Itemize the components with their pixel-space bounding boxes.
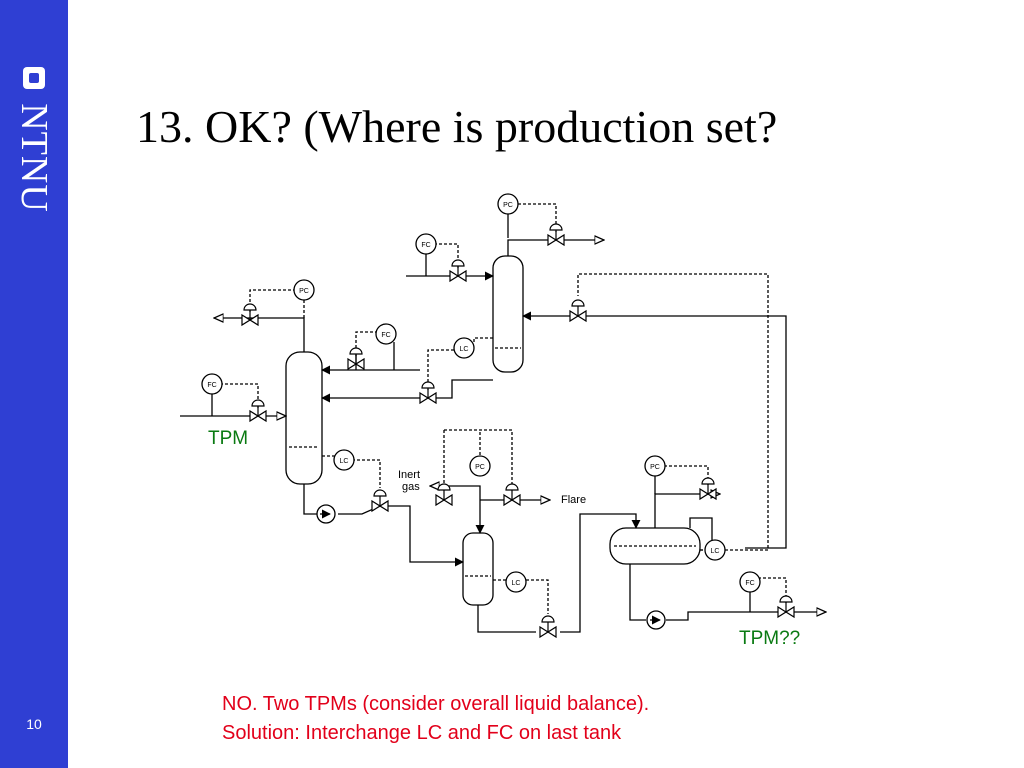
pc-label: PC <box>650 464 660 471</box>
lc-vessel <box>704 539 726 561</box>
fc-label: FC <box>421 242 430 249</box>
page-number: 10 <box>26 716 42 732</box>
pc-vessel <box>644 455 666 477</box>
lc-label: LC <box>340 458 349 465</box>
column-2 <box>492 255 524 373</box>
valve-recycle <box>569 299 587 322</box>
lc-label: LC <box>460 346 469 353</box>
answer-line-2: Solution: Interchange LC and FC on last … <box>222 722 622 744</box>
pc-col2 <box>497 193 519 215</box>
column-1 <box>285 351 323 485</box>
tpm-left-label: TPM <box>208 428 248 449</box>
fc-reflux <box>375 323 397 345</box>
process-flow-diagram: PC FC PC FC LC FC LC PC LC PC LC FC Iner… <box>180 193 850 649</box>
valve-inert <box>435 483 453 506</box>
lc-col2 <box>453 337 475 359</box>
fc-label: FC <box>381 332 390 339</box>
flare-label: Flare <box>561 494 586 506</box>
valve-vessel-vapor <box>699 477 717 500</box>
valve-feed-1 <box>249 399 267 422</box>
valve-feed-2 <box>449 259 467 282</box>
pc-label: PC <box>475 464 485 471</box>
fc-product <box>739 571 761 593</box>
inert-gas-label: gas <box>402 481 420 493</box>
ntnu-logo-icon <box>23 67 45 89</box>
lc-drum1 <box>505 571 527 593</box>
fc-label: FC <box>207 382 216 389</box>
lc-label: LC <box>512 580 521 587</box>
fc-feed2 <box>415 233 437 255</box>
fc-label: FC <box>745 580 754 587</box>
valve-drum1-bottom <box>539 615 557 638</box>
pump-2 <box>646 610 666 630</box>
tpm-right-label: TPM?? <box>739 628 800 649</box>
lc-col1 <box>333 449 355 471</box>
valve-pc-left <box>241 303 259 326</box>
valve-product <box>777 595 795 618</box>
inert-gas-label: Inert <box>398 469 420 481</box>
logo-text: NTNU <box>13 103 55 213</box>
valve-col1-bottom <box>371 489 389 512</box>
pump-1 <box>316 504 336 524</box>
pc-drum1 <box>469 455 491 477</box>
pc-col1 <box>293 279 315 301</box>
answer-line-1: NO. Two TPMs (consider overall liquid ba… <box>222 693 650 715</box>
drum-1 <box>462 532 494 606</box>
slide-title: 13. OK? (Where is production set? <box>136 101 778 152</box>
valve-flare <box>503 483 521 506</box>
pc-label: PC <box>503 202 513 209</box>
fc-feed1 <box>201 373 223 395</box>
pc-label: PC <box>299 288 309 295</box>
valve-col2-bottom <box>419 381 437 404</box>
valve-pc-top <box>547 223 565 246</box>
lc-label: LC <box>711 548 720 555</box>
sidebar: NTNU 10 <box>0 0 68 768</box>
answer-text: NO. Two TPMs (consider overall liquid ba… <box>222 690 649 748</box>
